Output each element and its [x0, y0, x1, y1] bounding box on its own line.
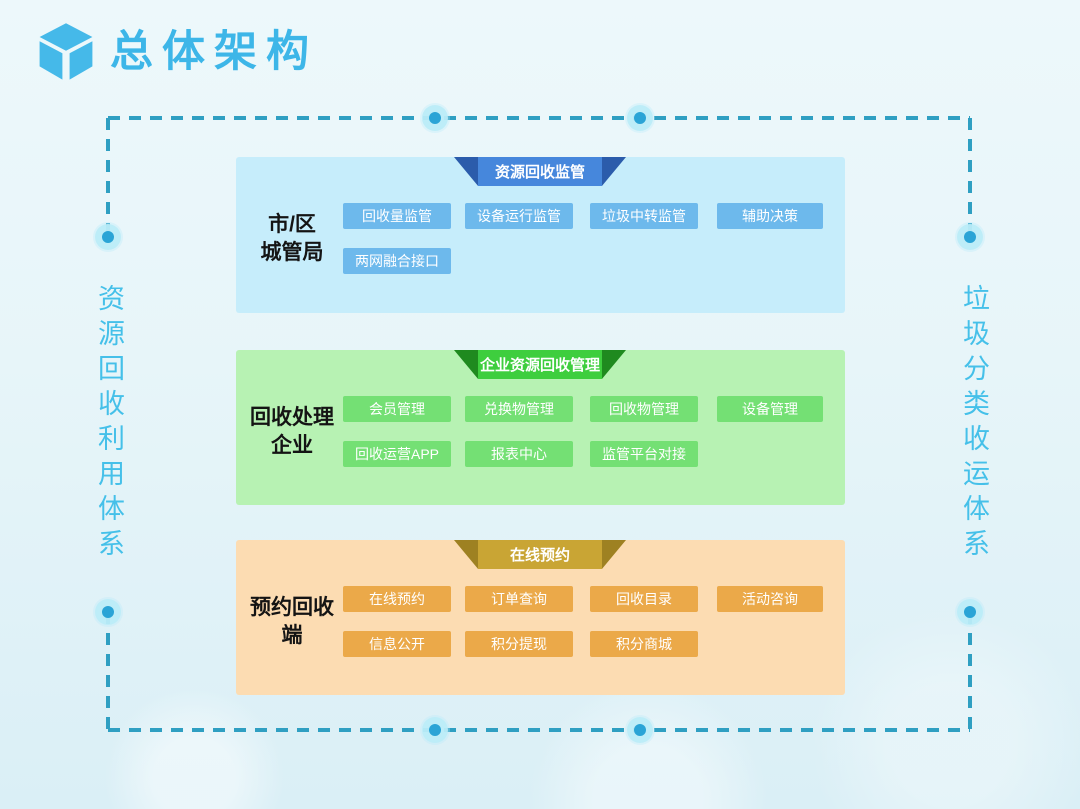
- page-header: 总体架构: [36, 20, 318, 84]
- module-chip: 两网融合接口: [343, 248, 451, 274]
- module-chip: 设备运行监管: [465, 203, 573, 229]
- banner-supervision: 资源回收监管: [454, 157, 626, 186]
- banner-enterprise: 企业资源回收管理: [454, 350, 626, 379]
- module-chip: 回收运营APP: [343, 441, 451, 467]
- module-chip: 积分提现: [465, 631, 573, 657]
- owner-booking-terminal: 预约回收 端: [250, 596, 334, 647]
- connector-node: [95, 599, 121, 625]
- page-title: 总体架构: [110, 28, 318, 76]
- module-chip: 设备管理: [717, 396, 823, 422]
- banner-label: 在线预约: [478, 540, 602, 569]
- banner-label: 企业资源回收管理: [478, 350, 602, 379]
- module-chip: 回收物管理: [590, 396, 698, 422]
- module-chip: 信息公开: [343, 631, 451, 657]
- connector-node: [422, 105, 448, 131]
- banner-booking: 在线预约: [454, 540, 626, 569]
- module-chip: 活动咨询: [717, 586, 823, 612]
- connector-node: [957, 224, 983, 250]
- module-chip: 监管平台对接: [590, 441, 698, 467]
- panel-resource-recycle-supervision: 资源回收监管 市/区 城管局 回收量监管 设备运行监管 垃圾中转监管 辅助决策 …: [236, 157, 845, 313]
- owner-recycle-enterprise: 回收处理 企业: [250, 406, 334, 457]
- owner-city-bureau: 市/区 城管局: [260, 213, 324, 264]
- module-chip: 报表中心: [465, 441, 573, 467]
- module-chip: 兑换物管理: [465, 396, 573, 422]
- connector-node: [627, 105, 653, 131]
- module-chip: 回收目录: [590, 586, 698, 612]
- connector-node: [957, 599, 983, 625]
- module-chip: 在线预约: [343, 586, 451, 612]
- module-chip: 回收量监管: [343, 203, 451, 229]
- module-chip: 辅助决策: [717, 203, 823, 229]
- connector-node: [422, 717, 448, 743]
- module-chip: 会员管理: [343, 396, 451, 422]
- right-system-label: 垃圾分类收运体系: [959, 284, 989, 564]
- connector-node: [95, 224, 121, 250]
- module-chip: 订单查询: [465, 586, 573, 612]
- module-chip: 垃圾中转监管: [590, 203, 698, 229]
- cube-icon: [39, 23, 93, 80]
- left-system-label: 资源回收利用体系: [94, 284, 124, 564]
- panel-online-booking: 在线预约 预约回收 端 在线预约 订单查询 回收目录 活动咨询 信息公开 积分提…: [236, 540, 845, 695]
- module-chip: 积分商城: [590, 631, 698, 657]
- banner-label: 资源回收监管: [478, 157, 602, 186]
- connector-node: [627, 717, 653, 743]
- panel-enterprise-recycle-management: 企业资源回收管理 回收处理 企业 会员管理 兑换物管理 回收物管理 设备管理 回…: [236, 350, 845, 505]
